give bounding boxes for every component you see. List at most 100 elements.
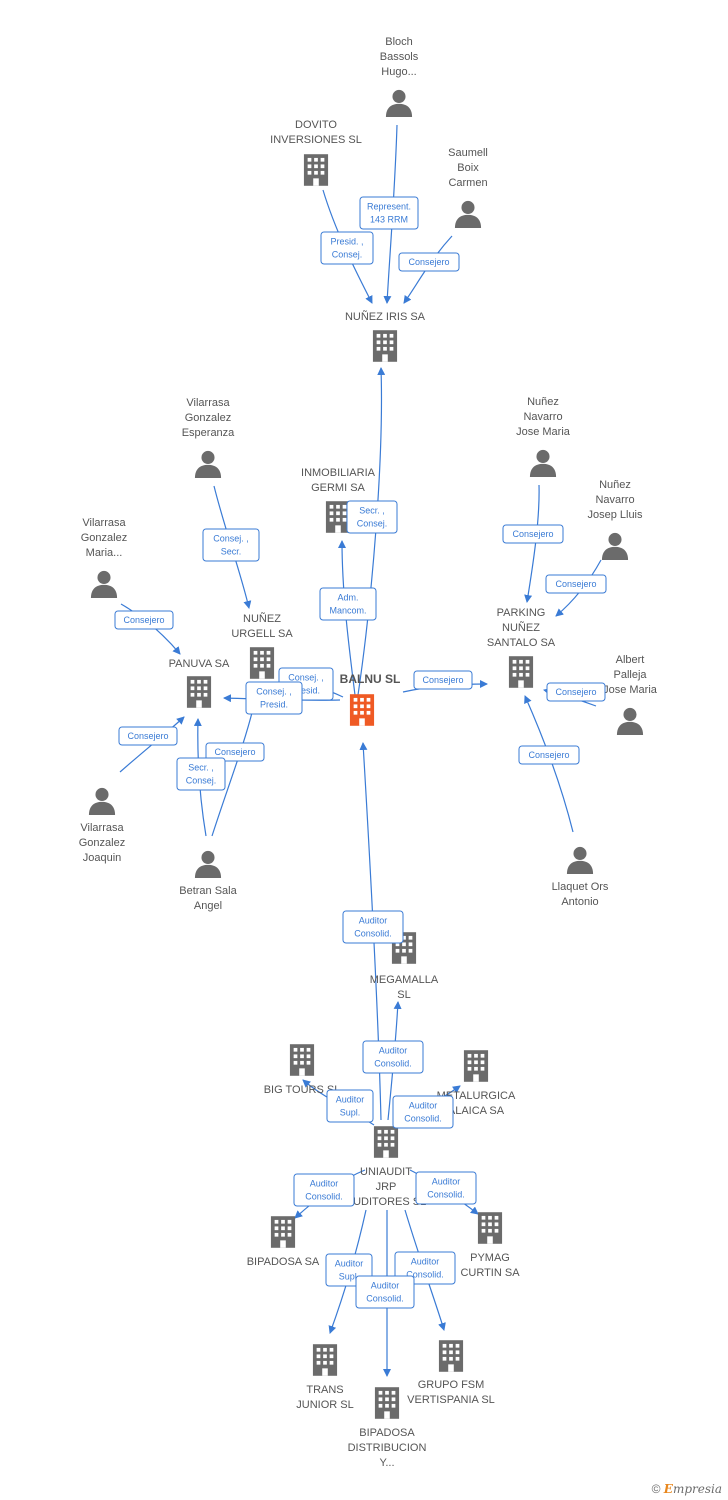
edge-label[interactable]: Secr. ,Consej. (346, 500, 398, 534)
edge-label-box (202, 528, 260, 562)
edge-label[interactable]: Consejero (413, 670, 473, 690)
node-label: BIPADOSA (359, 1427, 415, 1439)
node-label: Boix (457, 162, 479, 174)
edge-label[interactable]: Presid. ,Consej. (320, 231, 374, 265)
building-icon (186, 676, 212, 708)
node-panuva[interactable]: PANUVA SA (169, 658, 230, 708)
node-label: JRP (376, 1181, 397, 1193)
building-icon (374, 1387, 400, 1419)
edge-label-text: Consejero (555, 687, 596, 697)
edge-label-text: Consejero (528, 750, 569, 760)
edge-label[interactable]: Secr. ,Consej. (176, 757, 226, 791)
edge-label[interactable]: Consej. ,Secr. (202, 528, 260, 562)
node-label: ALAICA SA (448, 1105, 505, 1117)
person-icon (88, 787, 116, 815)
edge-label-text: Consej. (357, 519, 388, 529)
building-icon (477, 1212, 503, 1244)
person-icon (616, 707, 644, 735)
node-label: Antonio (561, 896, 598, 908)
node-nunez-iris[interactable]: NUÑEZ IRIS SA (345, 310, 426, 362)
edge-label-text: Auditor (359, 916, 388, 926)
node-label: Josep Lluis (587, 509, 643, 521)
edge-label-box (319, 587, 377, 621)
edge-label[interactable]: Consejero (118, 726, 178, 746)
edge-label-text: Auditor (379, 1046, 408, 1056)
brand-name: mpresia (672, 1482, 722, 1496)
edge-label-text: Consejero (555, 579, 596, 589)
node-bipadosa-dist[interactable]: BIPADOSADISTRIBUCIONY... (348, 1387, 427, 1469)
edge-label[interactable]: Consej. ,Presid. (245, 681, 303, 715)
node-label: Hugo... (381, 66, 416, 78)
edge-label[interactable]: Consejero (546, 682, 606, 702)
edge-label[interactable]: Consejero (502, 524, 564, 544)
node-label: Bassols (380, 51, 419, 63)
brand-logo[interactable]: Empresia (664, 1482, 722, 1496)
node-bipadosa[interactable]: BIPADOSA SA (247, 1216, 320, 1268)
building-icon (372, 330, 398, 362)
edge-label-text: Auditor (335, 1259, 364, 1269)
edge-label[interactable]: Represent.143 RRM (359, 196, 419, 230)
node-balnu[interactable]: BALNU SL (340, 672, 401, 726)
edge-label[interactable]: Consejero (205, 742, 265, 762)
edge-label-text: Auditor (411, 1257, 440, 1267)
edge-label-box (245, 681, 303, 715)
person-icon (194, 450, 222, 478)
node-label: Joaquin (83, 852, 122, 864)
edge-label-text: Consejero (512, 529, 553, 539)
node-label: PARKING (497, 607, 546, 619)
edge-label[interactable]: Consejero (545, 574, 607, 594)
node-label: INVERSIONES SL (270, 134, 362, 146)
node-bloch[interactable]: BlochBassolsHugo... (380, 36, 419, 117)
building-icon (508, 656, 534, 688)
building-icon (349, 694, 375, 726)
edge-label-text: Presid. (260, 700, 288, 710)
building-icon (438, 1340, 464, 1372)
building-icon (249, 647, 275, 679)
node-vil-maria[interactable]: VilarrasaGonzalezMaria... (81, 517, 127, 598)
edge-label[interactable]: Adm.Mancom. (319, 587, 377, 621)
node-big-tours[interactable]: BIG TOURS SL (264, 1044, 341, 1096)
node-label: AUDITORES SL (346, 1196, 427, 1208)
edge-label[interactable]: Consejero (114, 610, 174, 630)
edge-label-box (326, 1089, 374, 1123)
edge-label-box (415, 1171, 477, 1205)
edge-label-box (118, 726, 178, 746)
node-label: CURTIN SA (460, 1267, 520, 1279)
building-icon (325, 501, 351, 533)
edge-label-text: Consolid. (406, 1270, 444, 1280)
node-label: VERTISPANIA SL (407, 1394, 495, 1406)
copyright-symbol: © (651, 1482, 661, 1496)
edge-label-text: Consejero (422, 675, 463, 685)
edge-label[interactable]: Consejero (398, 252, 460, 272)
edge-label-text: Consolid. (366, 1294, 404, 1304)
edge-label[interactable]: Consejero (518, 745, 580, 765)
edge-label-box (293, 1173, 355, 1207)
node-label: Betran Sala (179, 885, 237, 897)
edge-label-box (205, 742, 265, 762)
